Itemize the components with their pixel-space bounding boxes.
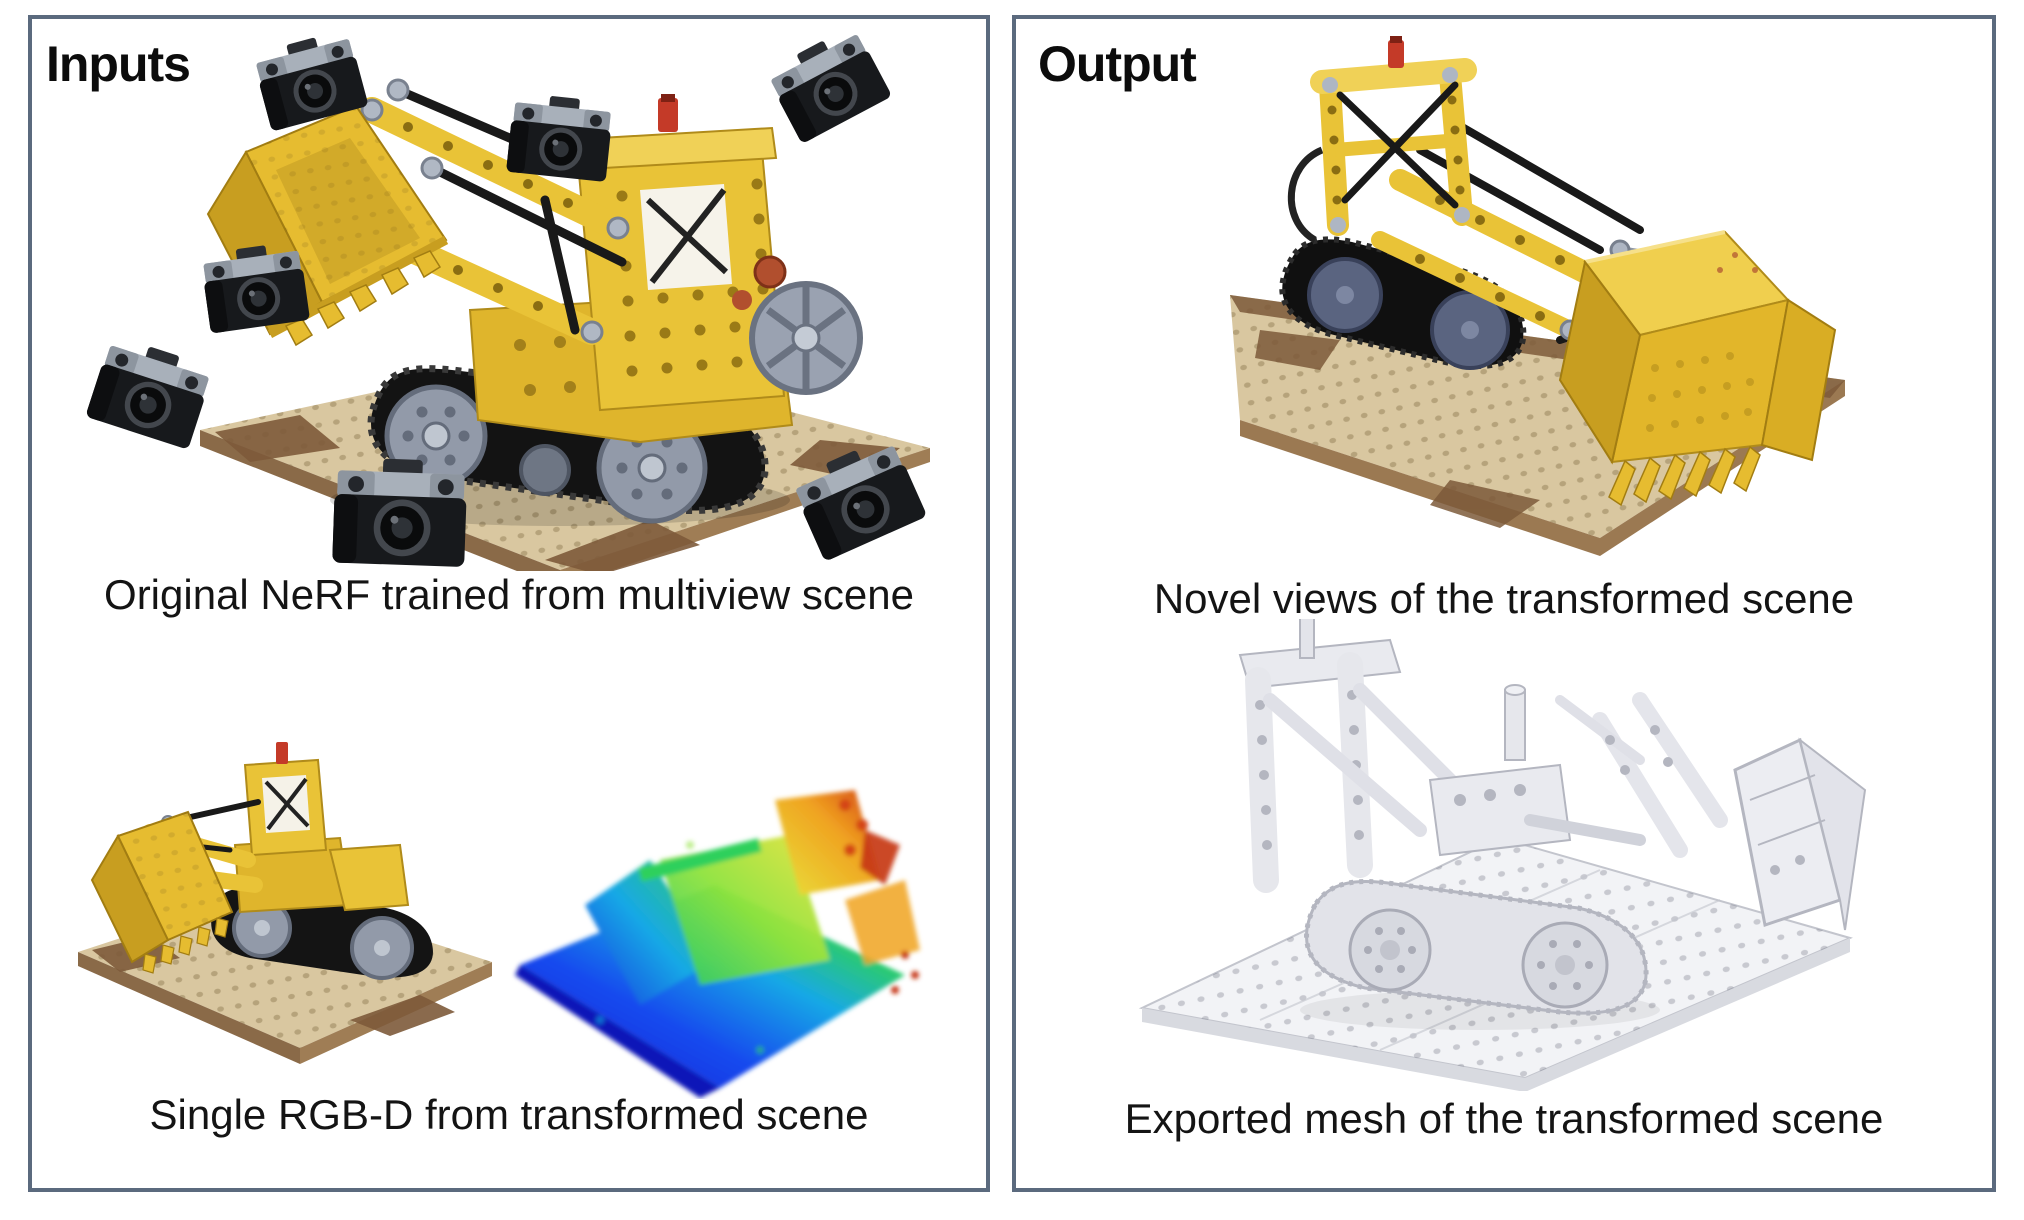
cab [1288,36,1477,244]
mesh-caption: Exported mesh of the transformed scene [1124,1095,1884,1142]
depth-scene [515,790,920,1098]
lego-bulldozer [1279,36,1837,507]
output-title: Output [1038,36,1197,92]
rgb-transformed-illustration [78,742,492,1064]
depth-map-illustration [515,790,920,1098]
bucket [1558,230,1837,507]
exported-mesh-illustration [1138,619,1867,1091]
camera-icon [85,334,214,450]
rgbd-caption: Single RGB-D from transformed scene [149,1091,869,1138]
bucket [206,104,449,347]
inputs-title: Inputs [46,36,191,92]
output-panel: Output [1012,15,1996,1192]
depth-map-image [490,731,978,1099]
bucket [90,810,234,974]
camera-icon [200,240,310,333]
multiview-scene-image [32,19,986,571]
camera-icon [506,92,614,182]
rgb-transformed-image [48,737,518,1089]
mesh-scene [1138,619,1867,1091]
novel-view-illustration [1230,36,1845,556]
beacon-light [1388,40,1404,68]
novel-view-caption: Novel views of the transformed scene [1153,575,1855,622]
camera-icon [764,24,892,144]
lego-bulldozer [90,742,433,980]
beacon-light [658,98,678,132]
multiview-caption: Original NeRF trained from multiview sce… [104,571,914,618]
exported-mesh-image [1096,619,1976,1091]
novel-view-image [1146,23,1986,563]
multiview-scene-illustration [32,19,986,571]
inputs-panel: Inputs [28,15,990,1192]
beacon-light [276,742,288,764]
